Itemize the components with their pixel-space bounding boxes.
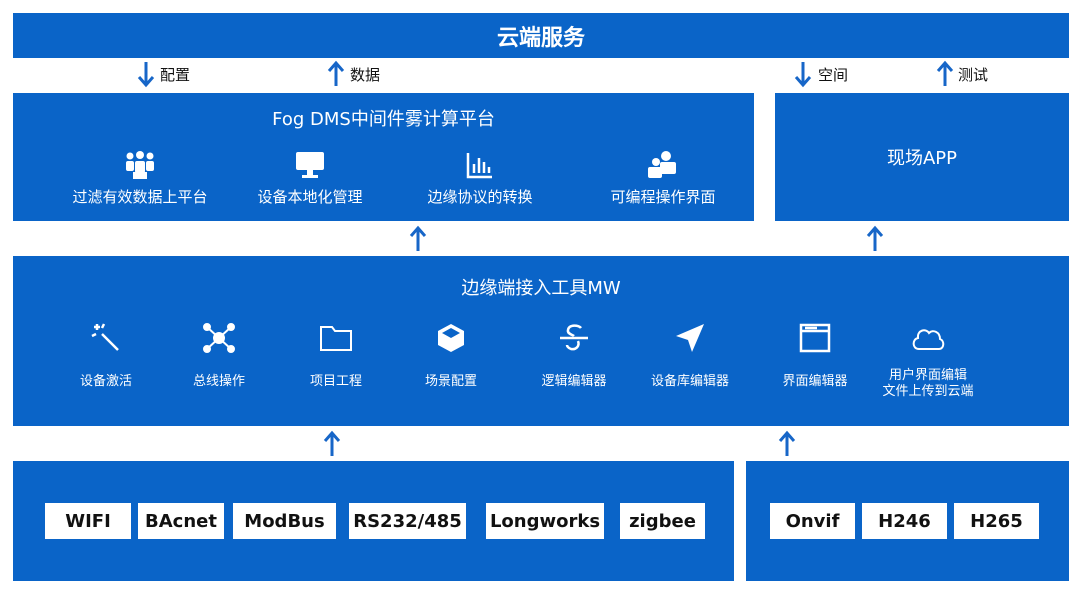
tool-device-activation: 设备激活 [46,318,166,390]
strikethrough-icon [514,318,634,358]
tool-scene-config: 场景配置 [391,318,511,390]
tool-label: 设备库编辑器 [650,374,729,389]
protocol-onvif: Onvif [770,503,855,539]
protocol-wifi: WIFI [45,503,131,539]
arrow-up-icon [408,225,428,253]
arrow-down-space-icon [793,60,813,88]
tool-logic-editor: 逻辑编辑器 [514,318,634,390]
arrow-up-data-icon [326,60,346,88]
data-label: 数据 [350,66,381,84]
tool-label: 界面编辑器 [782,374,848,389]
feature-protocol-conversion: 边缘协议的转换 [385,148,575,207]
window-icon [755,318,875,358]
cloud-service-bar: 云端服务 [13,13,1069,58]
arrow-up-icon [865,225,885,253]
feature-programmable-ui: 可编程操作界面 [568,148,758,207]
onsite-app-box: 现场APP [775,93,1069,221]
bar-chart-icon [385,148,575,182]
tool-label: 项目工程 [309,374,362,389]
protocol-bacnet: BAcnet [138,503,224,539]
tool-label: 总线操作 [192,374,245,389]
tool-label: 逻辑编辑器 [541,374,607,389]
test-label: 测试 [958,66,989,84]
monitor-icon [215,148,405,182]
tool-label: 场景配置 [424,374,477,389]
protocols-box: WIFI BAcnet ModBus RS232/485 Longworks z… [13,461,734,581]
tool-bus-operation: 总线操作 [159,318,279,390]
protocol-zigbee: zigbee [620,503,705,539]
space-label: 空间 [818,66,849,84]
navigation-arrow-icon [630,318,750,358]
edge-access-tool-title: 边缘端接入工具MW [461,278,621,299]
protocol-modbus: ModBus [233,503,336,539]
tool-label: 用户界面编辑 文件上传到云端 [882,368,974,399]
edge-access-tool-box: 边缘端接入工具MW 设备激活 总线操作 项目工程 [13,256,1069,426]
fog-platform-title: Fog DMS中间件雾计算平台 [272,109,495,130]
tool-device-library-editor: 设备库编辑器 [630,318,750,390]
arrow-up-icon [777,430,797,458]
config-label: 配置 [160,66,191,84]
cloud-icon [868,318,988,358]
feature-filter-data: 过滤有效数据上平台 [45,148,235,207]
protocol-h246: H246 [862,503,947,539]
protocol-longworks: Longworks [486,503,604,539]
tool-ui-editor: 界面编辑器 [755,318,875,390]
cube-icon [391,318,511,358]
team-icon [568,148,758,182]
arrow-down-config-icon [136,60,156,88]
feature-device-management: 设备本地化管理 [215,148,405,207]
group-users-icon [45,148,235,182]
folder-icon [276,318,396,358]
feature-label: 边缘协议的转换 [427,188,533,206]
cloud-service-title: 云端服务 [496,25,585,51]
magic-wand-icon [46,318,166,358]
protocol-h265: H265 [954,503,1039,539]
tool-label: 设备激活 [79,374,132,389]
tool-cloud-upload: 用户界面编辑 文件上传到云端 [868,318,988,400]
arrow-up-icon [322,430,342,458]
feature-label: 过滤有效数据上平台 [72,188,208,206]
feature-label: 可编程操作界面 [610,188,716,206]
network-hub-icon [159,318,279,358]
feature-label: 设备本地化管理 [257,188,363,206]
fog-platform-box: Fog DMS中间件雾计算平台 过滤有效数据上平台 设备本地化管理 边缘协议的转… [13,93,754,221]
protocol-rs232-485: RS232/485 [349,503,466,539]
video-protocols-box: Onvif H246 H265 [746,461,1069,581]
arrow-up-test-icon [935,60,955,88]
onsite-app-title: 现场APP [886,148,958,169]
tool-project: 项目工程 [276,318,396,390]
